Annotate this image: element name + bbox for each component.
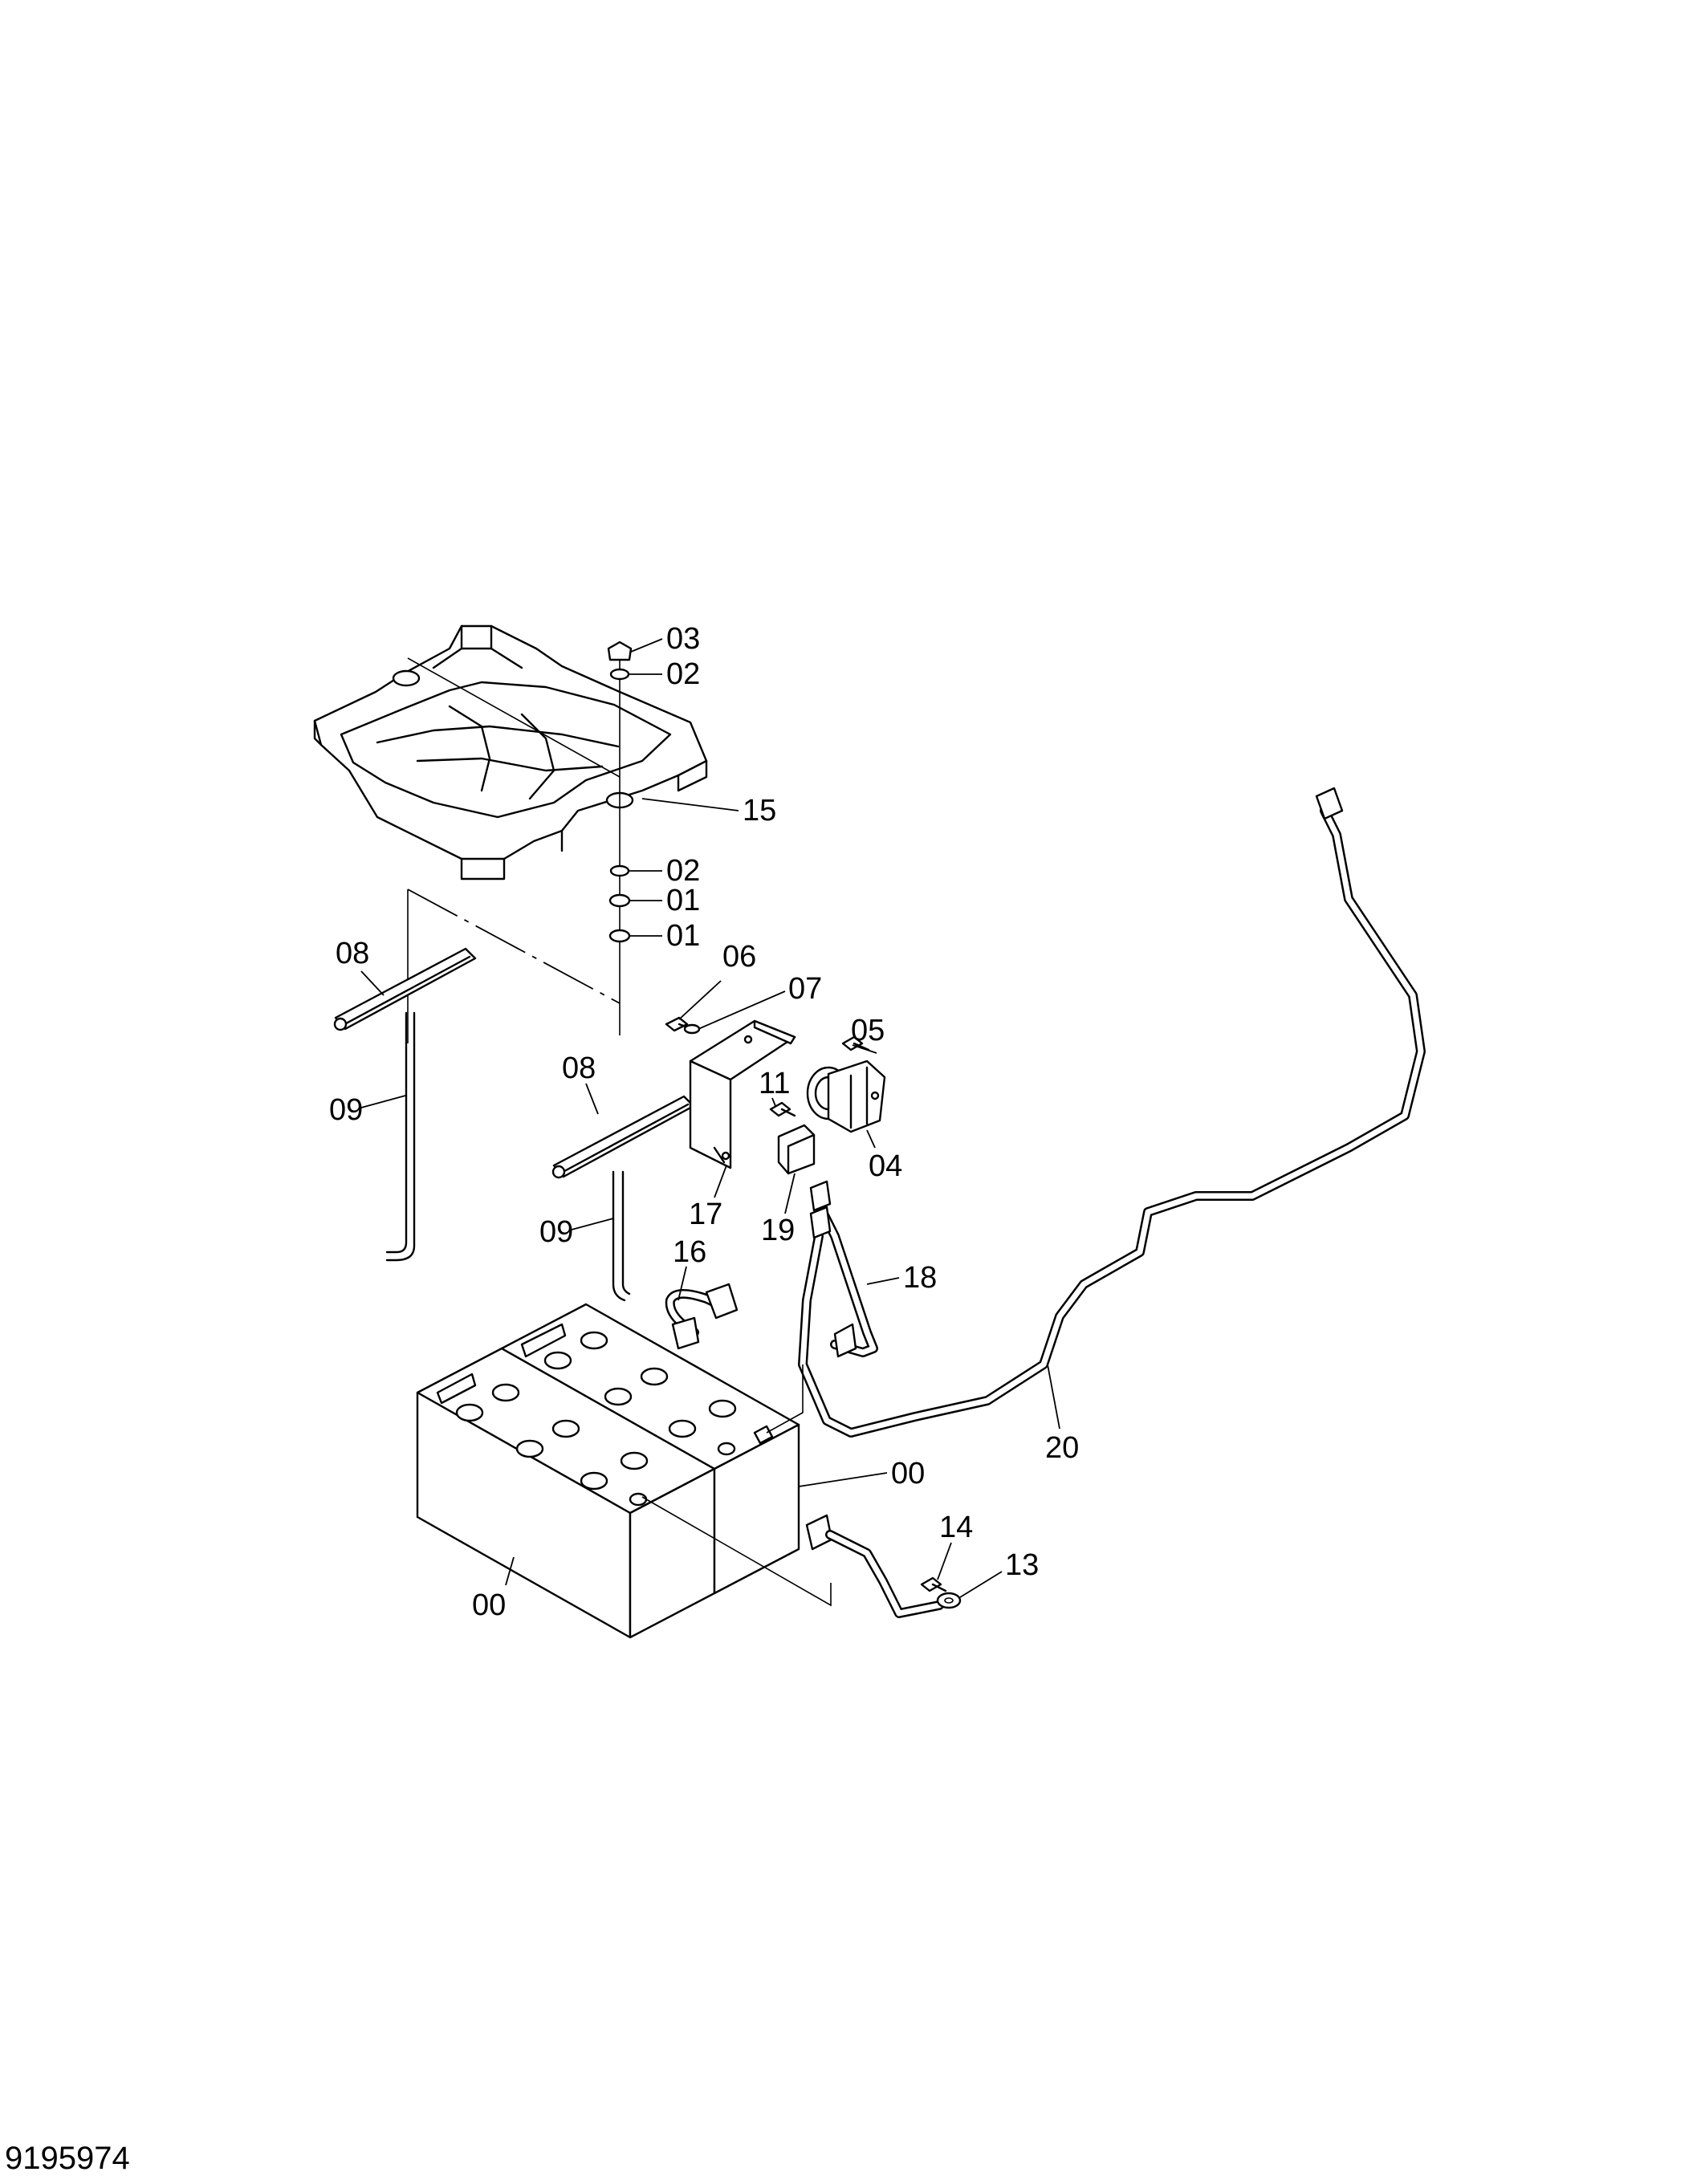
leader-16 bbox=[678, 1266, 687, 1301]
battery-switch-04 bbox=[806, 1059, 886, 1133]
leader-00a bbox=[798, 1472, 888, 1487]
callout-11: 11 bbox=[759, 1067, 790, 1100]
wing-nut bbox=[607, 641, 633, 661]
callout-19: 19 bbox=[761, 1214, 795, 1247]
leader-04 bbox=[866, 1129, 876, 1149]
leader-18 bbox=[866, 1277, 900, 1285]
leader-07 bbox=[698, 990, 786, 1030]
leader-06 bbox=[678, 980, 722, 1020]
cable-18 bbox=[809, 1180, 878, 1358]
callout-17: 17 bbox=[689, 1198, 722, 1231]
leader-11 bbox=[771, 1097, 776, 1107]
washer-02-top bbox=[609, 668, 630, 681]
callout-06: 06 bbox=[722, 940, 756, 974]
callout-20: 20 bbox=[1045, 1431, 1079, 1465]
battery-terminal-line bbox=[766, 1364, 804, 1434]
nut-01-b bbox=[608, 929, 631, 943]
bolt-05 bbox=[841, 1035, 870, 1051]
callout-16: 16 bbox=[673, 1235, 706, 1269]
callout-08-left: 08 bbox=[336, 937, 369, 970]
washer-02-bottom bbox=[609, 864, 630, 877]
rod-09-center bbox=[612, 1170, 631, 1302]
leader-00b bbox=[505, 1556, 515, 1586]
ground-cable-13 bbox=[805, 1514, 962, 1618]
leader-09b bbox=[571, 1218, 614, 1230]
leader-09a bbox=[360, 1095, 406, 1108]
callout-05: 05 bbox=[851, 1014, 885, 1047]
callout-07: 07 bbox=[788, 972, 822, 1006]
leader-08b bbox=[585, 1083, 599, 1115]
leader-05 bbox=[852, 1044, 877, 1054]
document-number: 9195974 bbox=[5, 2141, 130, 2176]
leader-20 bbox=[1047, 1364, 1060, 1430]
bracket-17 bbox=[689, 1019, 796, 1169]
nut-01-a bbox=[608, 893, 631, 908]
callout-00-left: 00 bbox=[472, 1588, 506, 1622]
leader-14 bbox=[937, 1542, 952, 1580]
center-line-a bbox=[407, 657, 621, 778]
leader-15 bbox=[641, 798, 739, 811]
callout-13: 13 bbox=[1005, 1548, 1039, 1582]
leader-17 bbox=[714, 1165, 727, 1198]
callout-04: 04 bbox=[869, 1149, 902, 1183]
bolt-11 bbox=[769, 1101, 796, 1117]
leader-03 bbox=[630, 638, 663, 653]
callout-08-center: 08 bbox=[562, 1051, 596, 1085]
callout-09-center: 09 bbox=[539, 1215, 573, 1249]
battery-left bbox=[416, 1347, 716, 1639]
callout-01-b: 01 bbox=[666, 919, 700, 953]
callout-01-a: 01 bbox=[666, 884, 700, 917]
center-line-c bbox=[407, 889, 621, 1004]
washer-07 bbox=[683, 1023, 701, 1035]
leader-19 bbox=[784, 1173, 796, 1214]
callout-18: 18 bbox=[903, 1261, 937, 1295]
callout-03: 03 bbox=[666, 622, 700, 656]
leader-13 bbox=[959, 1571, 1003, 1598]
relay-19 bbox=[777, 1124, 816, 1175]
callout-00-right: 00 bbox=[891, 1457, 925, 1491]
callout-09-left: 09 bbox=[329, 1093, 363, 1127]
holder-08-center bbox=[551, 1095, 695, 1179]
leader-08a bbox=[360, 970, 385, 996]
rod-09-left bbox=[385, 1011, 416, 1262]
cable-20 bbox=[798, 787, 1426, 1438]
callout-15: 15 bbox=[743, 794, 776, 828]
jumper-cable-16 bbox=[665, 1283, 739, 1350]
callout-14: 14 bbox=[939, 1511, 973, 1544]
callout-02-top: 02 bbox=[666, 657, 700, 691]
battery-reference-line bbox=[641, 1496, 832, 1607]
battery-cover bbox=[313, 624, 708, 881]
callout-02-bottom: 02 bbox=[666, 854, 700, 888]
bolt-14 bbox=[920, 1576, 947, 1592]
holder-08-left bbox=[333, 947, 477, 1031]
